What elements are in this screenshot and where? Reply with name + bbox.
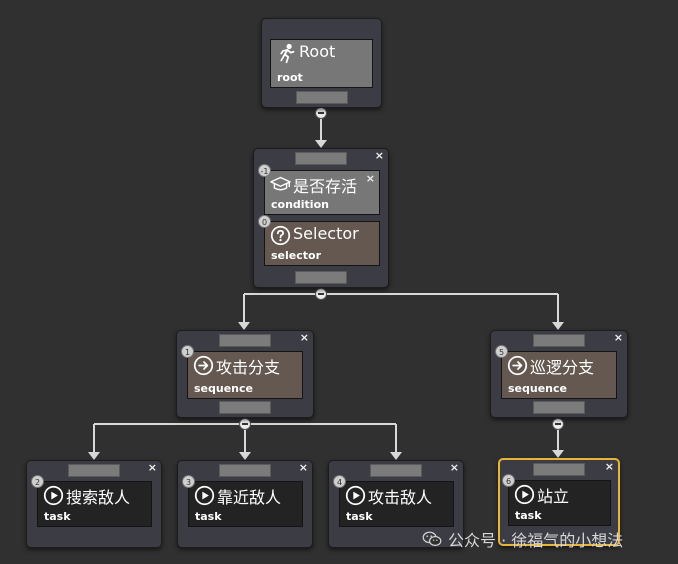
- watermark: 公众号 · 徐福气的小想法: [422, 527, 623, 551]
- patrol-branch-node[interactable]: × 5 巡逻分支 sequence: [490, 330, 628, 418]
- collapse-toggle-patrol-branch[interactable]: [552, 418, 564, 430]
- output-port[interactable]: [219, 401, 271, 414]
- order-badge: 3: [182, 475, 195, 488]
- node-type: root: [277, 71, 303, 84]
- node-type: task: [515, 509, 542, 522]
- search-enemy-node[interactable]: × 2 搜索敌人 task: [26, 460, 162, 548]
- node-title: Root: [299, 42, 336, 61]
- input-port[interactable]: [533, 334, 585, 347]
- input-port[interactable]: [533, 463, 585, 476]
- question-circle-icon: [270, 225, 291, 246]
- node-title: 攻击分支: [216, 358, 281, 377]
- watermark-text: 公众号 · 徐福气的小想法: [448, 531, 624, 550]
- input-port[interactable]: [295, 152, 347, 165]
- input-port[interactable]: [370, 464, 422, 477]
- node-type: task: [44, 510, 71, 523]
- arrow-circle-icon: [193, 355, 214, 376]
- close-icon[interactable]: ×: [604, 460, 614, 473]
- selector-node[interactable]: × -1 是否存活 × condition 0 Selector selecto…: [253, 148, 389, 288]
- output-port[interactable]: [295, 271, 347, 284]
- close-icon[interactable]: ×: [298, 461, 308, 474]
- order-badge: 5: [495, 345, 508, 358]
- close-icon[interactable]: ×: [299, 331, 309, 344]
- node-title: 站立: [537, 487, 570, 506]
- play-circle-icon: [345, 485, 366, 506]
- running-person-icon: [280, 43, 295, 64]
- task-card[interactable]: 4 攻击敌人 task: [333, 475, 454, 527]
- close-icon[interactable]: ×: [374, 149, 384, 162]
- play-circle-icon: [43, 485, 64, 506]
- input-port[interactable]: [68, 464, 120, 477]
- condition-card[interactable]: -1 是否存活 × condition: [258, 164, 380, 215]
- collapse-toggle-root[interactable]: [315, 107, 327, 119]
- root-card[interactable]: Root root: [270, 39, 373, 88]
- attack-branch-node[interactable]: × 1 攻击分支 sequence: [176, 330, 314, 418]
- task-card[interactable]: 2 搜索敌人 task: [31, 475, 152, 527]
- node-type: condition: [271, 198, 329, 211]
- node-type: sequence: [508, 382, 567, 395]
- collapse-toggle-selector[interactable]: [315, 288, 327, 300]
- root-node[interactable]: Root root: [261, 18, 382, 108]
- close-icon[interactable]: ×: [365, 172, 375, 185]
- node-type: selector: [271, 249, 321, 262]
- sequence-card[interactable]: 1 攻击分支 sequence: [181, 345, 303, 399]
- node-type: task: [195, 510, 222, 523]
- node-title: 搜索敌人: [66, 488, 131, 507]
- play-circle-icon: [194, 485, 215, 506]
- arrow-circle-icon: [507, 355, 528, 376]
- graduation-cap-icon: [270, 176, 291, 191]
- order-badge: 0: [258, 215, 271, 228]
- order-badge: 2: [31, 475, 44, 488]
- output-port[interactable]: [533, 401, 585, 414]
- node-title: 巡逻分支: [530, 358, 595, 377]
- close-icon[interactable]: ×: [147, 461, 157, 474]
- order-badge: -1: [258, 164, 271, 177]
- task-card[interactable]: 3 靠近敌人 task: [182, 475, 303, 527]
- close-icon[interactable]: ×: [449, 461, 459, 474]
- node-type: sequence: [194, 382, 253, 395]
- node-title: Selector: [293, 224, 359, 243]
- order-badge: 6: [502, 474, 515, 487]
- attack-enemy-node[interactable]: × 4 攻击敌人 task: [328, 460, 464, 548]
- node-title: 攻击敌人: [368, 488, 433, 507]
- input-port[interactable]: [219, 464, 271, 477]
- wechat-icon: [422, 531, 442, 546]
- node-title: 靠近敌人: [217, 488, 282, 507]
- close-icon[interactable]: ×: [613, 331, 623, 344]
- input-port[interactable]: [219, 334, 271, 347]
- sequence-card[interactable]: 5 巡逻分支 sequence: [495, 345, 617, 399]
- node-type: task: [346, 510, 373, 523]
- order-badge: 1: [181, 345, 194, 358]
- selector-card[interactable]: 0 Selector selector: [258, 215, 380, 266]
- collapse-toggle-attack-branch[interactable]: [239, 418, 251, 430]
- play-circle-icon: [514, 484, 535, 505]
- output-port[interactable]: [295, 91, 348, 104]
- task-card[interactable]: 6 站立 task: [502, 474, 611, 526]
- order-badge: 4: [333, 475, 346, 488]
- node-title: 是否存活: [293, 177, 358, 196]
- approach-enemy-node[interactable]: × 3 靠近敌人 task: [177, 460, 313, 548]
- stand-node[interactable]: × 6 站立 task: [498, 458, 620, 546]
